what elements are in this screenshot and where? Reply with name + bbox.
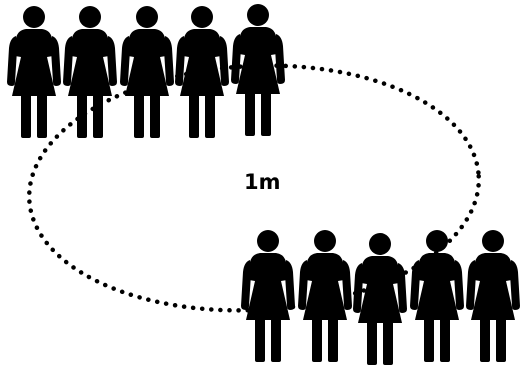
woman-figure-icon — [120, 6, 174, 138]
woman-figure-icon — [231, 4, 285, 136]
woman-figure-icon — [410, 230, 464, 362]
woman-figure-icon — [63, 6, 117, 138]
woman-figure-icon — [298, 230, 352, 362]
woman-figure-icon — [241, 230, 295, 362]
woman-figure-icon — [466, 230, 520, 362]
woman-figure-icon — [175, 6, 229, 138]
figure-group-top — [7, 4, 285, 138]
distance-label: 1m — [244, 170, 281, 194]
woman-figure-icon — [353, 233, 407, 365]
figure-group-bottom — [241, 230, 520, 365]
woman-figure-icon — [7, 6, 61, 138]
